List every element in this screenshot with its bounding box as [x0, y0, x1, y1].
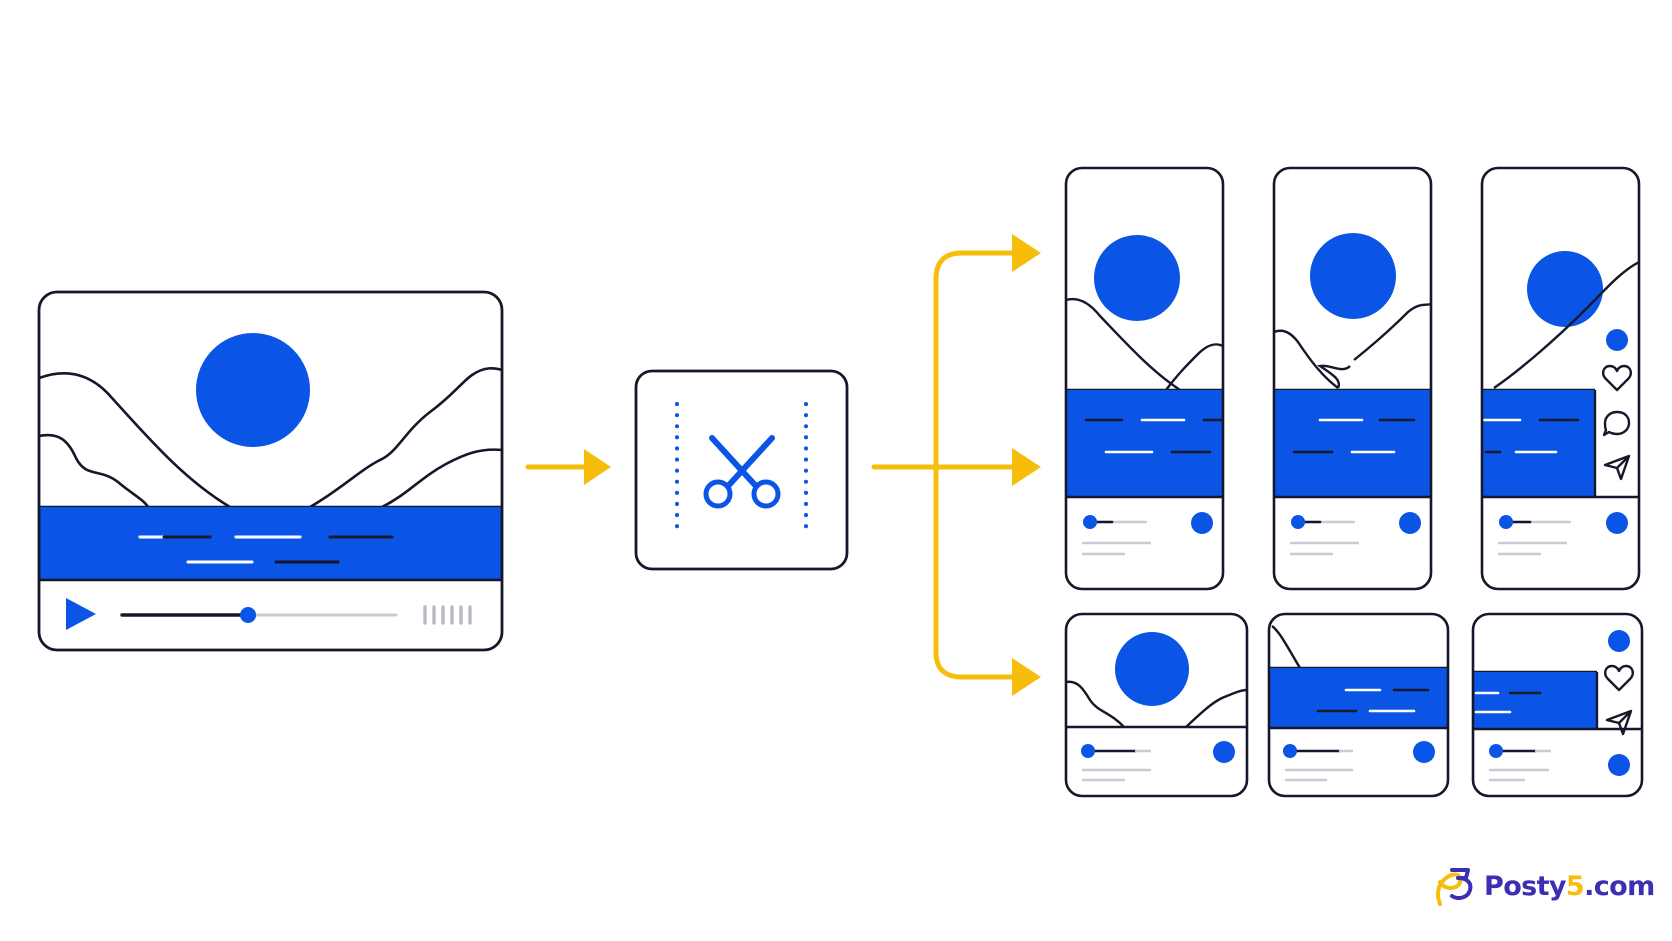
seek-bar-knob[interactable] [240, 607, 257, 623]
vertical-clip-3 [1480, 166, 1641, 591]
send-icon[interactable] [1603, 454, 1631, 481]
sun-circle [1310, 233, 1396, 319]
reel-action-icons [1604, 630, 1634, 736]
profile-avatar-icon[interactable] [1606, 329, 1628, 351]
brand-text-digit: 5 [1565, 870, 1585, 902]
caption-lines [138, 535, 394, 564]
brand-text-prefix: Posty [1484, 870, 1567, 902]
mountain-line [39, 371, 231, 509]
heart-icon[interactable] [1604, 664, 1634, 692]
hill-line-right [381, 448, 502, 509]
profile-avatar-icon[interactable] [1608, 630, 1630, 652]
source-video-band [39, 507, 502, 580]
vertical-clip-2 [1272, 166, 1433, 591]
source-video-frame [37, 290, 504, 652]
video-controls [66, 598, 472, 630]
arrow-to-cutter [525, 449, 611, 485]
cutter-box [634, 369, 849, 571]
sun-circle [1115, 632, 1189, 706]
sun-circle [1094, 235, 1180, 321]
hill-line [39, 433, 150, 508]
reel-action-icons [1602, 329, 1632, 481]
square-clip-3 [1471, 612, 1644, 798]
mountain-line-right [309, 367, 502, 509]
volume-icon[interactable] [423, 605, 472, 625]
play-icon[interactable] [66, 598, 96, 630]
square-clip-1 [1064, 612, 1249, 798]
posty5-logo-icon [1436, 868, 1473, 906]
send-icon[interactable] [1605, 709, 1633, 736]
brand-logo[interactable]: Posty5.com [1432, 862, 1662, 910]
vertical-clip-1 [1064, 166, 1225, 591]
output-arrows [871, 234, 1041, 696]
comment-icon[interactable] [1602, 410, 1631, 437]
square-clip-2 [1267, 612, 1450, 798]
heart-icon[interactable] [1602, 364, 1632, 392]
scissors-icon [703, 435, 781, 509]
brand-text-suffix: .com [1584, 870, 1655, 902]
source-video-landscape [39, 333, 502, 509]
sun-circle [1527, 251, 1603, 327]
brand-name: Posty5.com [1484, 873, 1655, 900]
sun-circle [196, 333, 310, 447]
